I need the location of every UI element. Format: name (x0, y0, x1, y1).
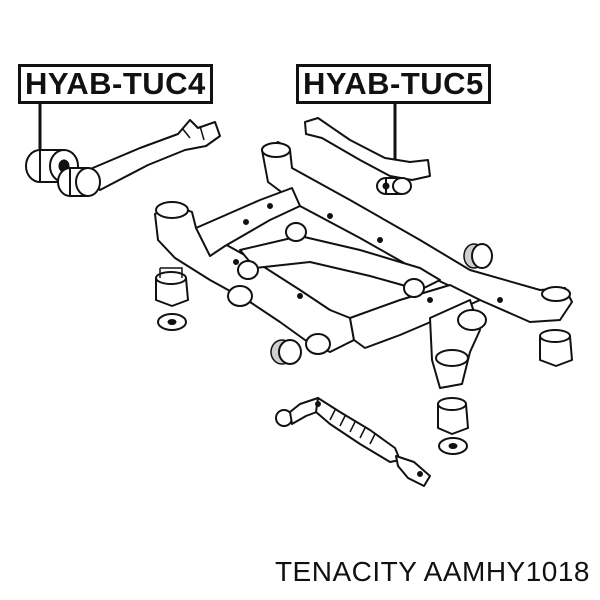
rear-subframe (154, 141, 573, 389)
lower-adjustable-link (275, 397, 431, 487)
bushing-tuc5 (376, 177, 412, 195)
mount-bushing-right (539, 329, 573, 367)
small-bushing-upper (463, 243, 493, 269)
upper-left-control-arm (25, 119, 221, 197)
small-bushing-left (270, 339, 302, 365)
part-label-hyab-tuc5: HYAB-TUC5 (296, 64, 491, 104)
mount-bushing-left (155, 267, 189, 331)
arm-bushing-left (57, 167, 101, 197)
upper-right-control-arm (304, 117, 431, 195)
brand-part-number: TENACITY AAMHY1018 (274, 556, 590, 587)
part-label-hyab-tuc4: HYAB-TUC4 (18, 64, 213, 104)
mount-bushing-lower (437, 397, 469, 455)
